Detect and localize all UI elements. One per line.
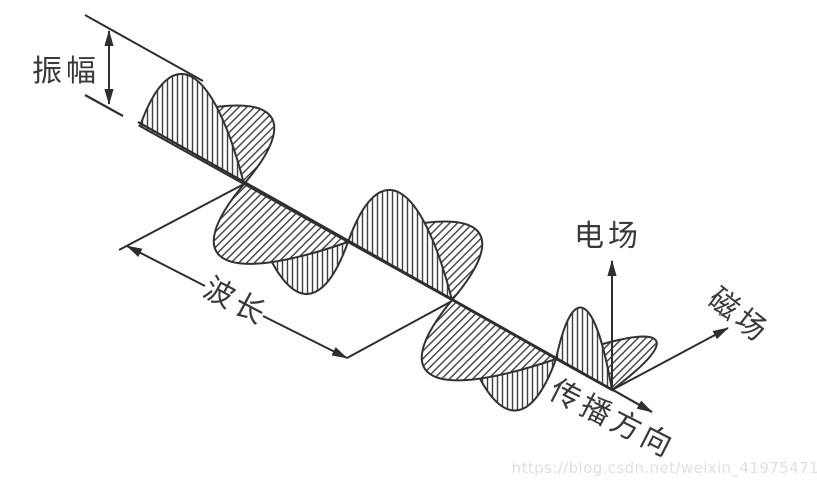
e-field-lobe (346, 189, 454, 303)
e-field-lobe (554, 306, 614, 392)
watermark: https://blog.csdn.net/weixin_41975471 (512, 459, 817, 478)
wavelength-leader-line (118, 183, 245, 251)
wavelength-leader-line (346, 300, 453, 359)
wavelength-label: 波长 (198, 271, 274, 334)
e-field-lobe (138, 73, 246, 187)
electric-field-label: 电场 (574, 219, 642, 254)
wave-lobes (137, 73, 658, 412)
amplitude-envelope-line (84, 14, 204, 82)
wavelength-arrow-right (262, 315, 348, 359)
b-field-lobe (420, 298, 559, 382)
magnetic-field-label: 磁场 (701, 281, 776, 350)
amplitude-annotation (84, 14, 204, 105)
wavelength-arrow-left (126, 245, 206, 287)
amplitude-label: 振幅 (32, 54, 100, 89)
b-field-lobe (212, 182, 351, 265)
propagation-axis (137, 121, 653, 413)
wavelength-dimension (118, 183, 453, 359)
axis-stub-line (84, 94, 124, 117)
b-field-axis-arrow (611, 327, 729, 391)
